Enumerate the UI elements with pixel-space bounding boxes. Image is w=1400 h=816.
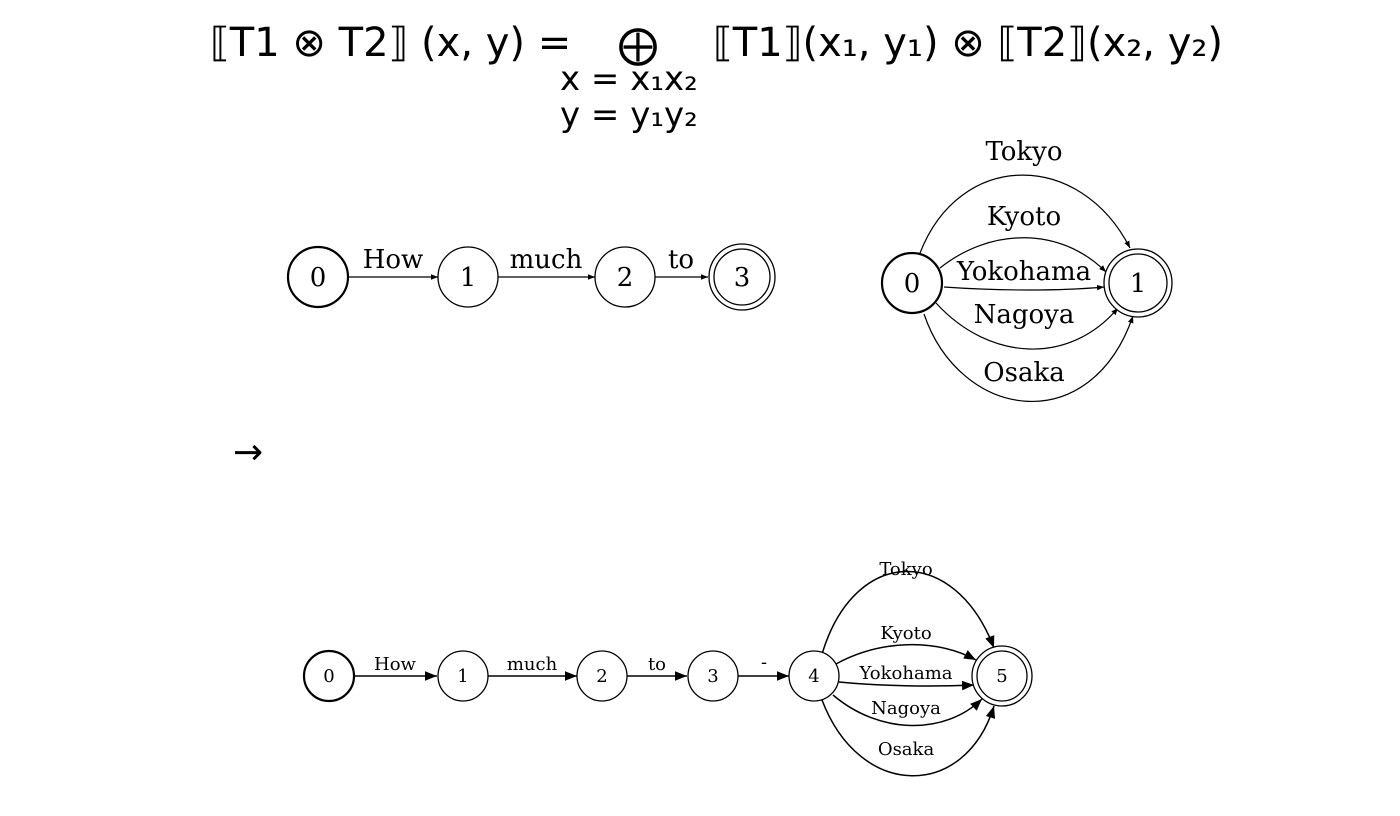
composed-state-label-5: 5	[996, 666, 1007, 687]
t1-state-3-final-inner	[713, 248, 771, 306]
formula-condition-x: x = x₁x₂	[560, 59, 698, 99]
t1-arc-label-how: How	[363, 245, 424, 275]
t2-arc-nagoya	[935, 302, 1119, 350]
t1-state-2	[594, 246, 656, 308]
t2-state-label-0: 0	[904, 269, 921, 299]
composed-arc-kyoto	[835, 643, 977, 665]
composed-state-label-2: 2	[596, 666, 607, 687]
composed-state-2	[576, 650, 628, 702]
composition-formula: ⟦T1 ⊗ T2⟧ (x, y) = ⨁ x = x₁x₂ y = y₁y₂ ⟦…	[210, 20, 1223, 135]
t2-state-label-1: 1	[1130, 269, 1147, 299]
transducer-t1: How much to 0 1 2 3	[286, 243, 776, 311]
t2-arc-label-yokohama: Yokohama	[956, 257, 1091, 287]
composed-arc-label-kyoto: Kyoto	[880, 623, 931, 644]
t1-state-1	[437, 246, 499, 308]
t2-arc-label-osaka: Osaka	[983, 358, 1064, 388]
transducer-composed: How much to - Tokyo Kyoto Yokohama Nagoy…	[302, 559, 1033, 777]
formula-lhs: ⟦T1 ⊗ T2⟧ (x, y) =	[210, 20, 571, 66]
transducer-t2: Tokyo Kyoto Yokohama Nagoya Osaka 0 1	[880, 137, 1173, 402]
composed-state-5-final-inner	[976, 650, 1028, 702]
composed-arc-yokohama	[838, 680, 975, 691]
composed-arc-label-much: much	[507, 654, 558, 675]
formula-rhs: ⟦T1⟧(x₁, y₁) ⊗ ⟦T2⟧(x₂, y₂)	[713, 20, 1223, 66]
composed-arc-label-to: to	[648, 654, 666, 675]
t1-arc-label-much: much	[510, 245, 583, 275]
composed-state-4	[788, 650, 840, 702]
composed-arc-label-yokohama: Yokohama	[858, 663, 952, 684]
composed-arc-label-osaka: Osaka	[878, 739, 935, 760]
composed-arc-osaka	[821, 699, 996, 777]
composed-state-label-0: 0	[323, 666, 334, 687]
t2-arc-label-nagoya: Nagoya	[974, 300, 1075, 330]
composed-state-label-4: 4	[808, 666, 819, 687]
composed-state-0	[302, 649, 356, 703]
composed-arc-label-how: How	[374, 654, 417, 675]
t1-state-label-0: 0	[310, 263, 327, 293]
t1-state-label-3: 3	[734, 263, 751, 293]
composed-state-1	[437, 650, 489, 702]
t1-state-label-2: 2	[617, 263, 634, 293]
formula-condition-y: y = y₁y₂	[560, 95, 698, 135]
t2-arc-label-tokyo: Tokyo	[985, 137, 1062, 167]
composed-arc-label-tokyo: Tokyo	[879, 559, 932, 580]
t1-arc-label-to: to	[668, 245, 694, 275]
t2-arc-yokohama	[943, 284, 1105, 291]
t2-arc-label-kyoto: Kyoto	[987, 202, 1061, 232]
composed-state-3	[687, 650, 739, 702]
t2-state-1-final-inner	[1108, 253, 1168, 313]
composed-arc-tokyo	[821, 570, 995, 655]
t2-arc-osaka	[923, 313, 1134, 402]
composed-state-label-3: 3	[707, 666, 718, 687]
oplus-symbol: ⨁	[618, 22, 658, 68]
t2-arc-kyoto	[939, 237, 1107, 273]
t1-state-0	[286, 245, 350, 309]
composed-arc-label-nagoya: Nagoya	[871, 698, 941, 719]
composition-arrow: →	[233, 432, 263, 473]
composed-arc-label-epsilon: -	[761, 652, 767, 673]
t2-arc-tokyo	[919, 174, 1131, 254]
t2-state-0	[880, 251, 944, 315]
t1-state-label-1: 1	[460, 263, 477, 293]
composed-arc-nagoya	[832, 694, 983, 727]
composed-state-label-1: 1	[457, 666, 468, 687]
